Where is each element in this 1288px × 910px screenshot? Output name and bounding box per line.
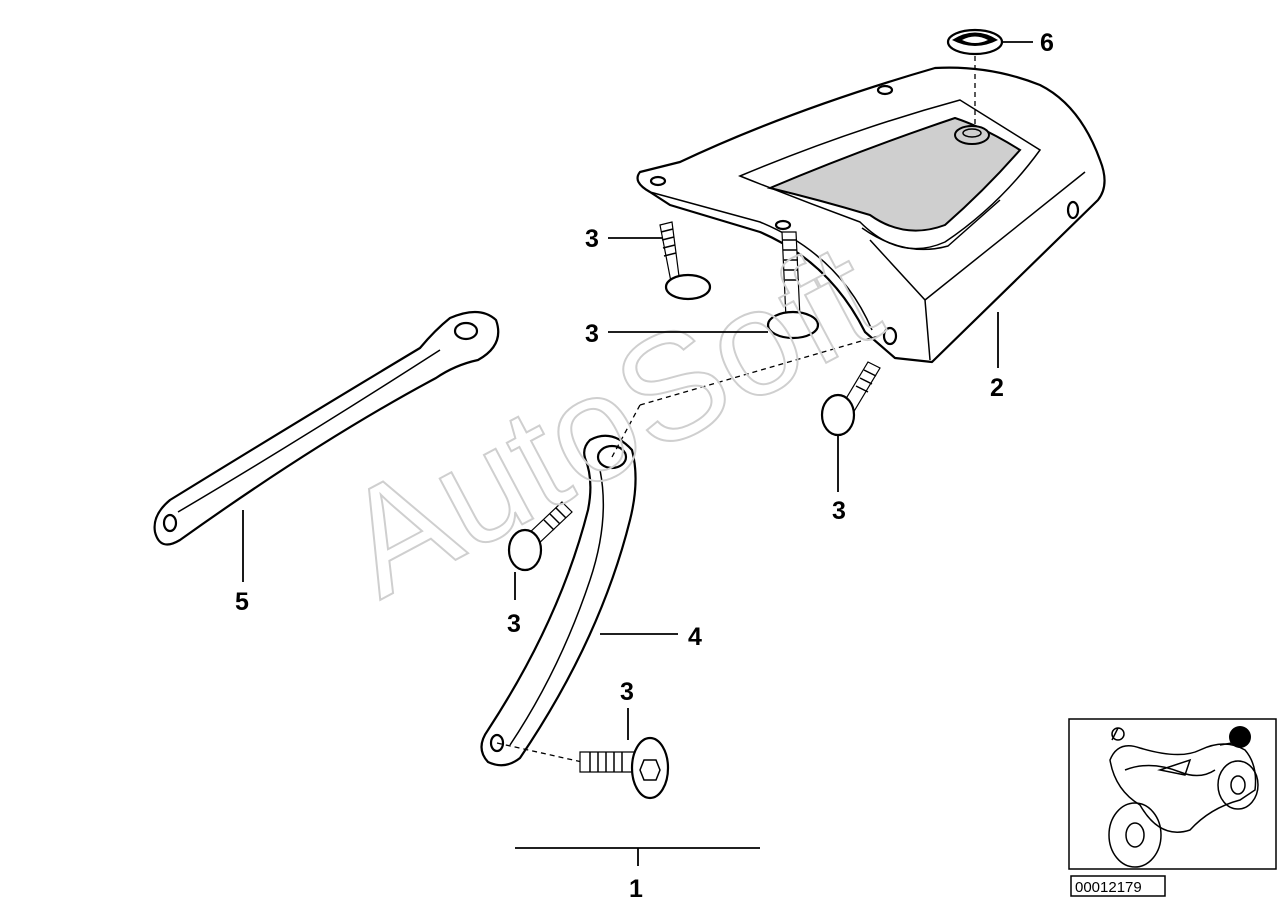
part-3-bolt-e [579, 736, 670, 800]
motorcycle-silhouette [1108, 726, 1259, 868]
callout-5: 5 [235, 588, 249, 616]
part-3-bolt-d [507, 501, 573, 572]
callout-3-d: 3 [507, 610, 521, 638]
callout-3-c: 3 [832, 497, 846, 525]
callout-2: 2 [990, 374, 1004, 402]
part-5-strut [153, 310, 500, 546]
part-3-bolt-a [659, 221, 712, 301]
callout-3-e: 3 [620, 678, 634, 706]
part-3-bolt-b [766, 231, 820, 340]
leader-lines [242, 41, 1033, 866]
locator-marker [1229, 726, 1251, 748]
part-6-emblem [946, 28, 1004, 125]
part-2-rack-plate [636, 66, 1106, 364]
reference-number: 00012179 [1075, 879, 1142, 896]
locator-inset: 00012179 [1068, 718, 1277, 897]
callout-6: 6 [1040, 29, 1054, 57]
callout-3-b: 3 [585, 320, 599, 348]
callout-1: 1 [629, 875, 643, 903]
callouts: 6 3 3 2 3 3 4 3 5 1 [235, 29, 1054, 903]
part-3-bolt-c [820, 361, 881, 437]
callout-3-a: 3 [585, 225, 599, 253]
part-4-support-bracket [480, 334, 883, 767]
callout-4: 4 [688, 623, 702, 651]
